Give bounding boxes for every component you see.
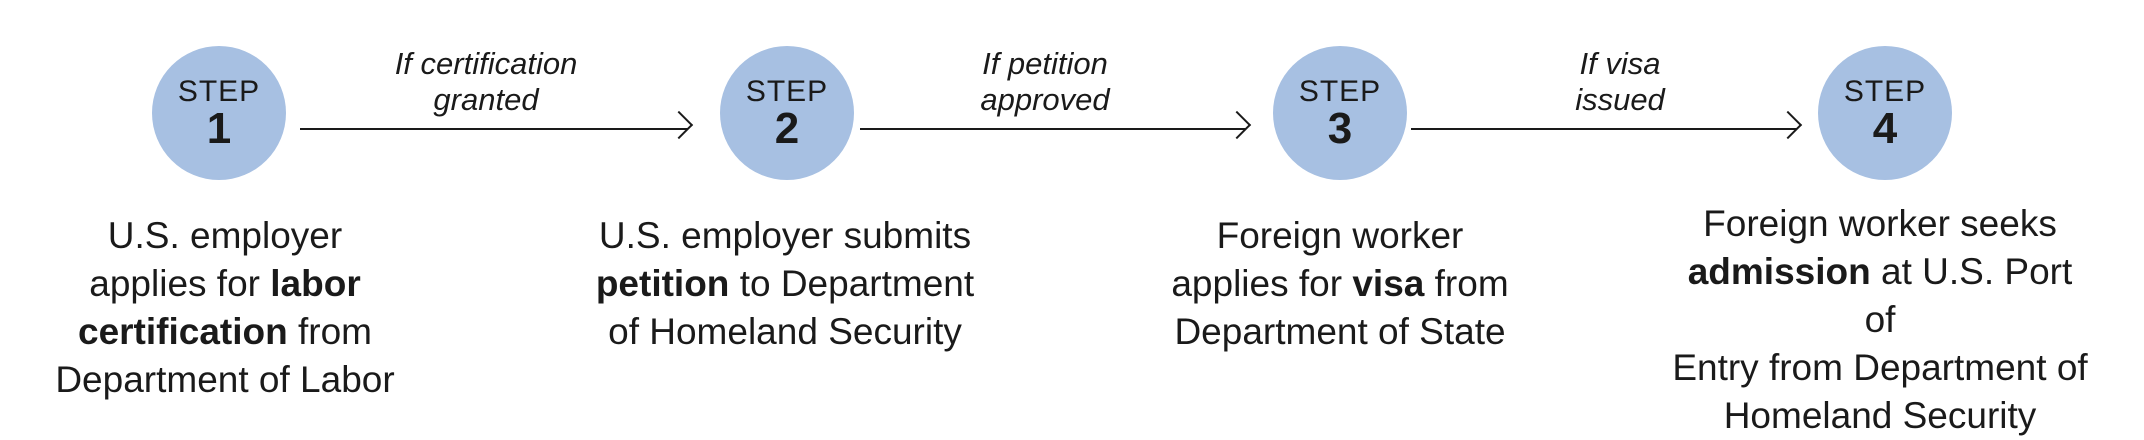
step-1-desc-line: Department of Labor [15,356,435,404]
step-1-desc-text: U.S. employer [107,215,343,256]
step-4-circle: STEP 4 [1818,46,1952,180]
step-4-desc-line: Foreign worker seeks [1670,200,2090,248]
step-2-description: U.S. employer submits petition to Depart… [575,212,995,356]
connector-2-line-2: approved [980,82,1110,117]
step-1-label: STEP [177,75,261,108]
step-1-desc-text: applies for [89,263,271,304]
step-4-desc-text: Homeland Security [1723,395,2037,436]
step-1-desc-emphasis: labor [270,263,361,304]
step-2-desc-text: of Homeland Security [608,311,962,352]
connector-2-condition: If petition approved [925,46,1165,118]
step-3-description: Foreign worker applies for visa from Dep… [1130,212,1550,356]
step-3-desc-text: Department of State [1174,311,1506,352]
step-3-desc-line: Department of State [1130,308,1550,356]
step-4-label: STEP [1843,75,1927,108]
step-1-desc-line: U.S. employer [15,212,435,260]
step-4-description: Foreign worker seeks admission at U.S. P… [1670,200,2090,440]
step-3-circle: STEP 3 [1273,46,1407,180]
step-2-number: 2 [774,104,800,153]
arrow-head-icon [1773,110,1803,140]
arrow-1-to-2 [300,110,694,140]
arrow-3-to-4 [1411,110,1803,140]
step-4-desc-text: at U.S. Port of [1864,251,2073,340]
step-3-number: 3 [1327,104,1353,153]
connector-1-line-2: granted [433,82,539,117]
step-3-desc-text: Foreign worker [1216,215,1464,256]
step-4-number: 4 [1872,104,1898,153]
arrow-head-icon [1222,110,1252,140]
step-3-desc-emphasis: visa [1352,263,1425,304]
connector-3-line-1: If visa [1579,46,1661,81]
step-1-desc-line: certification from [15,308,435,356]
step-1-desc-line: applies for labor [15,260,435,308]
step-2-desc-emphasis: petition [595,263,730,304]
connector-3-line-2: issued [1575,82,1665,117]
step-4-desc-text: Foreign worker seeks [1703,203,2057,244]
connector-1-line-1: If certification [394,46,578,81]
arrow-2-to-3 [860,110,1252,140]
arrow-head-icon [664,110,694,140]
step-2-desc-line: of Homeland Security [575,308,995,356]
step-4-desc-line: Entry from Department of [1670,344,2090,392]
step-2-desc-text: U.S. employer submits [598,215,972,256]
step-4-desc-line: Homeland Security [1670,392,2090,440]
step-3-desc-text: from [1424,263,1509,304]
step-3-desc-text: applies for [1171,263,1353,304]
connector-2-line-1: If petition [982,46,1108,81]
step-3-label: STEP [1298,75,1382,108]
connector-1-condition: If certification granted [366,46,606,118]
step-2-desc-text: to Department [729,263,975,304]
step-1-desc-text: from [287,311,372,352]
step-1-desc-emphasis: certification [78,311,288,352]
step-3-desc-line: Foreign worker [1130,212,1550,260]
step-2-circle: STEP 2 [720,46,854,180]
step-1-description: U.S. employer applies for labor certific… [15,212,435,404]
step-2-desc-line: U.S. employer submits [575,212,995,260]
step-2-desc-line: petition to Department [575,260,995,308]
step-1-desc-text: Department of Labor [55,359,395,400]
step-1-circle: STEP 1 [152,46,286,180]
step-1-number: 1 [206,104,232,153]
step-4-desc-text: Entry from Department of [1672,347,2088,388]
step-4-desc-line: admission at U.S. Port of [1670,248,2090,344]
step-4-desc-emphasis: admission [1687,251,1871,292]
step-3-desc-line: applies for visa from [1130,260,1550,308]
connector-3-condition: If visa issued [1500,46,1740,118]
step-2-label: STEP [745,75,829,108]
